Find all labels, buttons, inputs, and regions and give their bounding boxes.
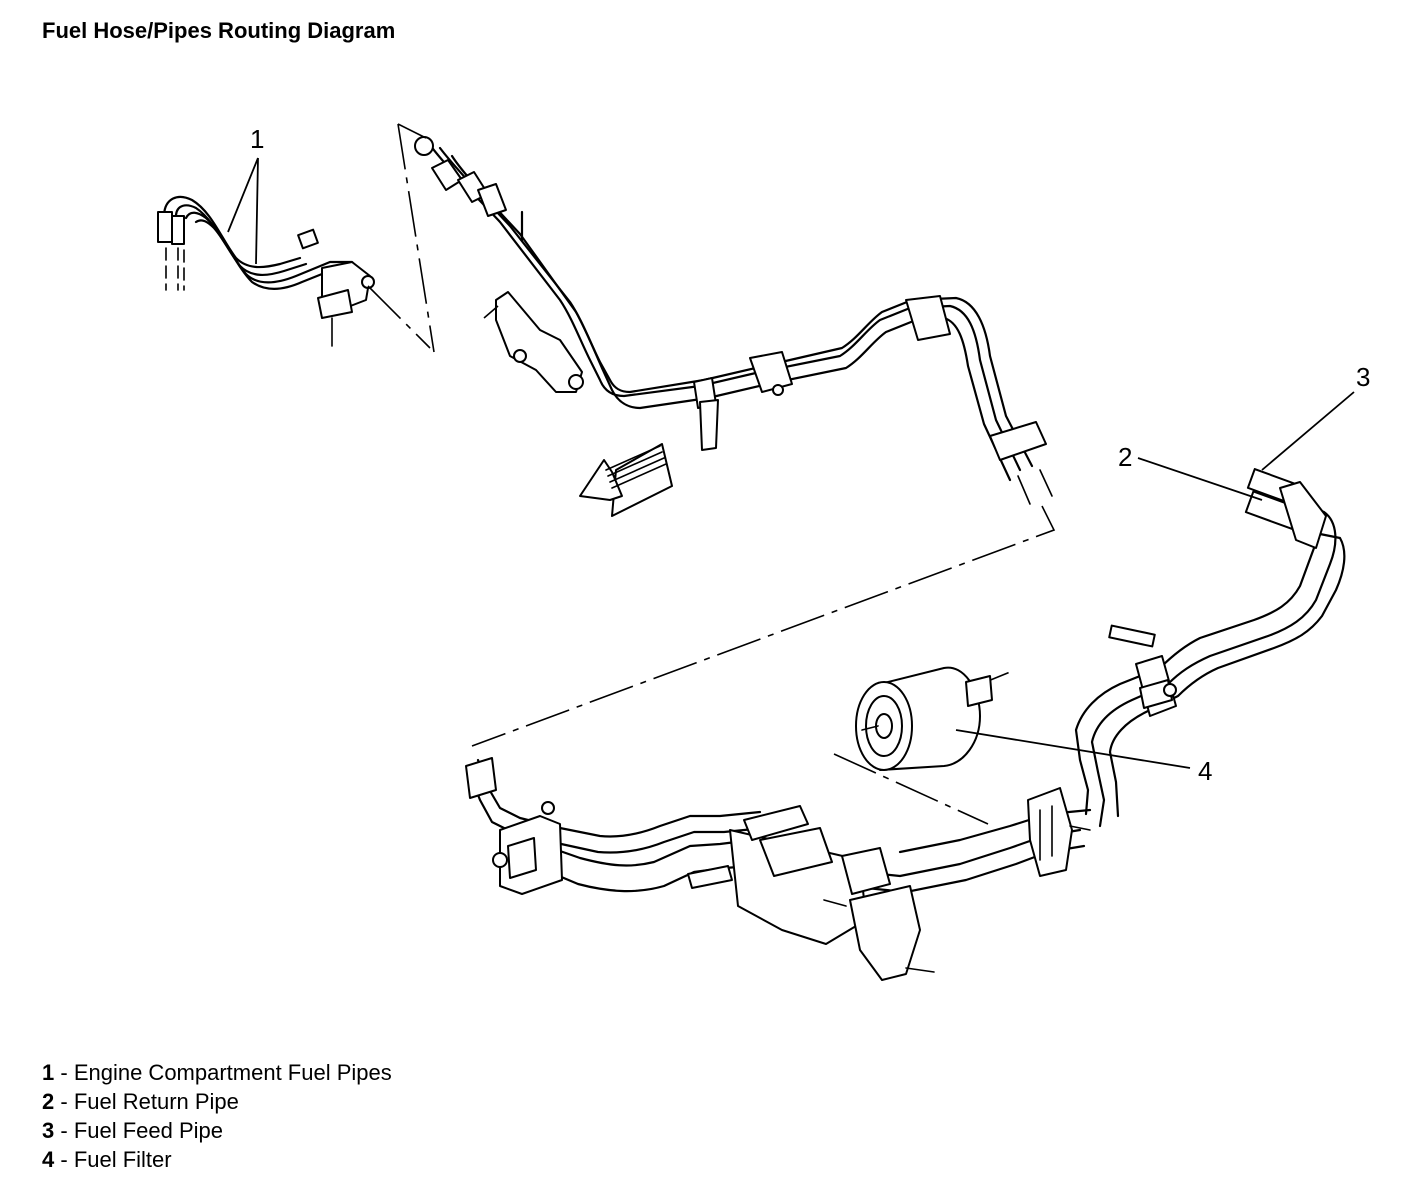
- parts-legend: 1 - Engine Compartment Fuel Pipes 2 - Fu…: [42, 1058, 392, 1174]
- legend-text: Fuel Return Pipe: [73, 1089, 239, 1114]
- legend-text: Fuel Filter: [73, 1147, 172, 1172]
- callout-4-label: 4: [1198, 756, 1212, 786]
- callout-3: 3: [1261, 362, 1370, 471]
- engine-compartment-fuel-pipes: [157, 195, 375, 347]
- legend-number: 2: [42, 1089, 55, 1114]
- callout-1: 1: [227, 124, 264, 265]
- legend-item: 3 - Fuel Feed Pipe: [42, 1116, 392, 1145]
- legend-item: 1 - Engine Compartment Fuel Pipes: [42, 1058, 392, 1087]
- legend-separator: -: [54, 1147, 74, 1172]
- fuel-filter: [855, 666, 993, 771]
- callout-2: 2: [1118, 442, 1263, 501]
- legend-number: 3: [42, 1118, 55, 1143]
- vehicle-front-arrow: [579, 443, 673, 517]
- legend-separator: -: [54, 1089, 74, 1114]
- legend-item: 4 - Fuel Filter: [42, 1145, 392, 1174]
- callout-4: 4: [955, 729, 1212, 786]
- legend-number: 4: [42, 1147, 55, 1172]
- callout-3-label: 3: [1356, 362, 1370, 392]
- callout-1-label: 1: [250, 124, 264, 154]
- legend-text: Fuel Feed Pipe: [73, 1118, 224, 1143]
- legend-separator: -: [54, 1060, 74, 1085]
- rear-fuel-pipes: [1074, 468, 1346, 828]
- legend-number: 1: [42, 1060, 55, 1085]
- upper-fuel-pipe-run: [414, 136, 1053, 505]
- callout-2-label: 2: [1118, 442, 1132, 472]
- legend-text: Engine Compartment Fuel Pipes: [73, 1060, 392, 1085]
- legend-separator: -: [54, 1118, 74, 1143]
- lower-fuel-pipe-run: [465, 757, 1092, 981]
- diagram-title: Fuel Hose/Pipes Routing Diagram: [42, 18, 396, 43]
- legend-item: 2 - Fuel Return Pipe: [42, 1087, 392, 1116]
